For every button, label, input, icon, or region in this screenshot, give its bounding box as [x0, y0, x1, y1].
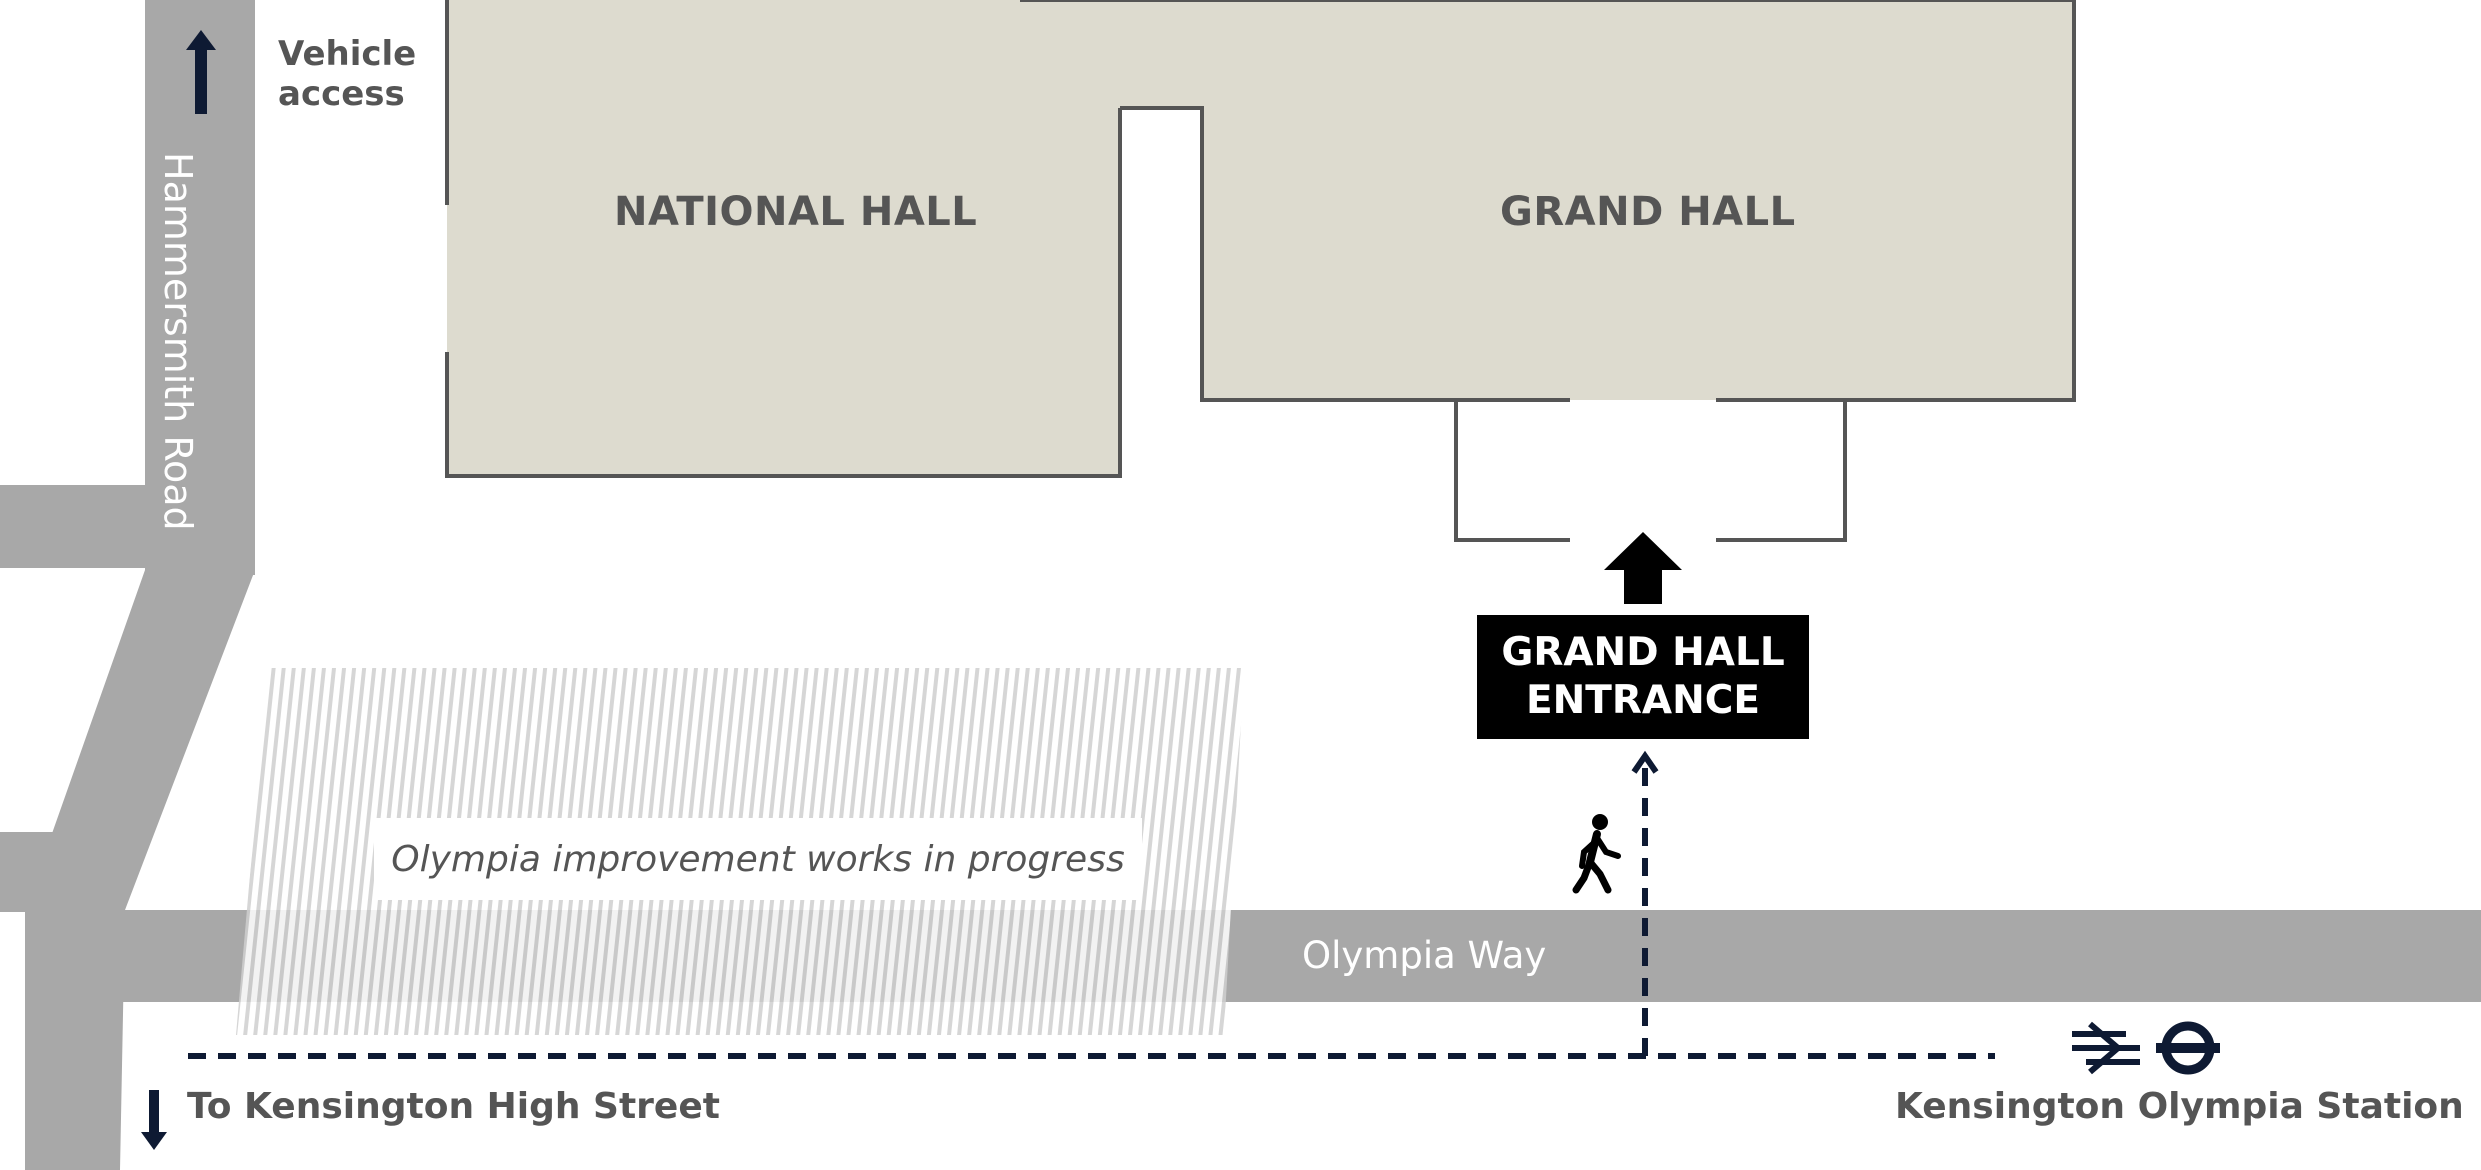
grand-hall-outline — [1020, 0, 2076, 402]
entrance-line-1: GRAND HALL — [1501, 630, 1785, 675]
national-hall-outline-lower — [445, 108, 1122, 478]
grand-hall-label: GRAND HALL — [1500, 189, 1796, 235]
hammersmith-road-label: Hammersmith Road — [156, 152, 200, 531]
works-notice: Olympia improvement works in progress — [374, 818, 1142, 900]
entrance-line-2: ENTRANCE — [1526, 678, 1760, 723]
pedestrian-route — [188, 750, 1995, 1059]
works-notice-text: Olympia improvement works in progress — [391, 838, 1125, 880]
up-arrow-icon — [186, 30, 216, 114]
entrance-arrow-icon — [1604, 532, 1682, 604]
entrance-porch-right — [1716, 398, 1847, 542]
station-label: Kensington Olympia Station — [1895, 1086, 2464, 1127]
side-road-upper — [0, 485, 150, 568]
grand-hall-outline-left — [1120, 106, 1570, 402]
underground-roundel-icon — [2156, 1021, 2220, 1075]
national-hall-building — [447, 0, 1120, 476]
olympia-way-label: Olympia Way — [1302, 934, 1547, 977]
vehicle-access-label: Vehicle access — [278, 34, 417, 114]
pedestrian-icon — [1572, 814, 1621, 894]
grand-hall-building — [1020, 0, 2074, 400]
grand-hall-entrance-sign: GRAND HALL ENTRANCE — [1477, 615, 1809, 739]
national-hall-label: NATIONAL HALL — [614, 189, 978, 235]
entrance-porch-left — [1454, 398, 1570, 542]
national-rail-icon — [2072, 1021, 2140, 1075]
kensington-high-street-label: To Kensington High Street — [187, 1086, 720, 1127]
down-arrow-icon — [141, 1090, 167, 1150]
side-road-lower — [0, 832, 60, 912]
diagonal-road — [25, 570, 255, 1170]
